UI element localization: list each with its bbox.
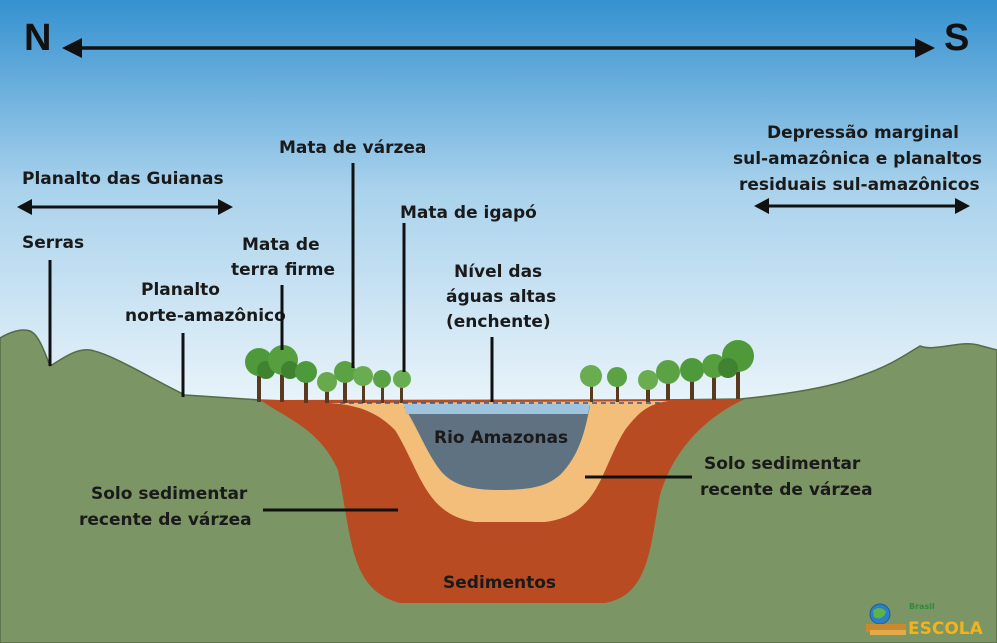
north-label: N — [24, 17, 51, 59]
arrowhead — [754, 198, 769, 214]
trees-right — [580, 340, 754, 402]
serras-label: Serras — [22, 233, 84, 253]
arrowhead-east — [915, 38, 935, 58]
arrowhead-west — [62, 38, 82, 58]
arrowhead — [17, 199, 32, 215]
solo-right-label-2: recente de várzea — [700, 480, 873, 500]
nivel-label-2: águas altas — [446, 287, 556, 307]
mata-varzea-label: Mata de várzea — [279, 138, 426, 158]
nivel-label-3: (enchente) — [446, 312, 551, 332]
arrowhead — [218, 199, 233, 215]
river-surface — [404, 404, 590, 414]
mata-terra-firme-label-2: terra firme — [231, 260, 335, 280]
rio-amazonas-label: Rio Amazonas — [434, 428, 568, 448]
logo-text: ESCOLA — [908, 619, 984, 639]
depressao-label-3: residuais sul-amazônicos — [739, 175, 980, 195]
mata-igapo-label: Mata de igapó — [400, 203, 537, 223]
solo-left-label-2: recente de várzea — [79, 510, 252, 530]
mata-terra-firme-label-1: Mata de — [242, 235, 320, 255]
logo-small-text: Brasil — [909, 602, 935, 611]
planalto-guianas-label: Planalto das Guianas — [22, 169, 224, 189]
nivel-label-1: Nível das — [454, 262, 542, 282]
planalto-norte-label-2: norte-amazônico — [125, 306, 286, 326]
solo-right-label-1: Solo sedimentar — [704, 454, 861, 474]
book-icon — [866, 624, 906, 632]
sky — [0, 0, 997, 420]
rio-amazonas-water — [404, 406, 590, 490]
brasil-escola-logo: Brasil ESCOLA — [866, 602, 984, 639]
sedimentos-label: Sedimentos — [443, 573, 556, 593]
trees-left — [245, 345, 411, 403]
planalto-norte-label-1: Planalto — [141, 280, 220, 300]
arrowhead — [955, 198, 970, 214]
solo-left-label-1: Solo sedimentar — [91, 484, 248, 504]
south-label: S — [944, 17, 969, 59]
depressao-label-1: Depressão marginal — [767, 123, 959, 143]
depressao-label-2: sul-amazônica e planaltos — [733, 149, 982, 169]
